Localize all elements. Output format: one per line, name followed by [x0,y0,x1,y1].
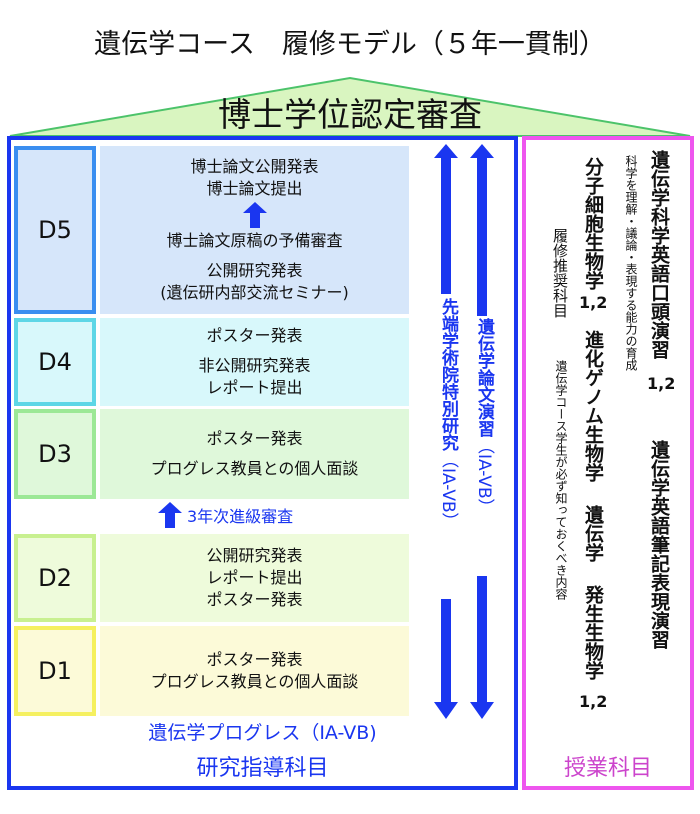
activity-line: 博士論文公開発表 [190,157,319,176]
activity-line: 博士論文原稿の予備審査 [166,231,343,250]
course-evolutionary-genomics: 進化ゲノム生物学 [582,330,604,482]
year-content: ポスター発表 プログレス教員との個人面談 [100,626,409,716]
lecture-courses-panel [522,136,694,790]
up-arrow-icon [158,502,182,528]
oral-english-note: 科学を理解・議論・表現する能力の育成 [624,155,638,371]
activity-line: 公開研究発表 [206,261,303,280]
activity-line: ポスター発表 [206,650,303,669]
up-arrow-icon [242,202,267,228]
activity-line: 博士論文提出 [206,179,303,198]
year-label: D1 [14,626,96,716]
activity-line: (遺伝研内部交流セミナー) [160,283,349,302]
year-row-d1: D1 ポスター発表 プログレス教員との個人面談 [14,626,409,716]
activity-line: プログレス教員との個人面談 [150,672,359,691]
year-content: ポスター発表 非公開研究発表 レポート提出 [100,318,409,406]
year-row-d5: D5 博士論文公開発表 博士論文提出 博士論文原稿の予備審査 公開研究発表 (遺… [14,146,409,314]
course-number: 1,2 [647,374,676,393]
activity-line: 公開研究発表 [206,546,303,565]
course-advanced-special-research: 先端学術院特別研究（IA-VB） [438,298,458,530]
activity-line: レポート提出 [206,568,303,587]
activity-line: ポスター発表 [206,326,303,345]
year-row-d4: D4 ポスター発表 非公開研究発表 レポート提出 [14,318,409,406]
promotion-review-label: 3年次進級審査 [187,507,294,526]
research-guidance-category: 研究指導科目 [196,756,329,781]
year-label: D4 [14,318,96,406]
course-written-english: 遺伝学英語筆記表現演習 [648,440,670,649]
activity-line: プログレス教員との個人面談 [150,459,359,478]
activity-line: ポスター発表 [206,429,303,448]
activity-line: ポスター発表 [206,590,303,609]
course-number: 1,2 [579,293,608,312]
year-row-d3: D3 ポスター発表 プログレス教員との個人面談 [14,409,409,499]
course-span-arrow-1 [434,144,458,719]
recommended-courses-label: 履修推奨科目 [551,228,569,318]
page-title: 遺伝学コース 履修モデル（５年一貫制） [94,29,606,60]
course-genetics-thesis-seminar: 遺伝学論文演習（IA-VB） [474,318,494,516]
degree-examination-label: 博士学位認定審査 [218,95,482,134]
progress-course-label: 遺伝学プログレス（IA-VB) [148,722,377,744]
year-content: 公開研究発表 レポート提出 ポスター発表 [100,534,409,622]
course-oral-english: 遺伝学科学英語口頭演習 [648,150,670,359]
course-number: 1,2 [579,692,608,711]
recommended-courses-note: 遺伝学コース学生が必ず知っておくべき内容 [554,360,568,600]
course-span-arrow-2 [470,144,494,719]
year-row-d2: D2 公開研究発表 レポート提出 ポスター発表 [14,534,409,622]
promotion-review: 3年次進級審査 [157,502,293,528]
year-content: 博士論文公開発表 博士論文提出 博士論文原稿の予備審査 公開研究発表 (遺伝研内… [100,146,409,314]
course-genetics: 遺伝学 [582,505,604,562]
activity-line: 非公開研究発表 [198,356,311,375]
year-label: D2 [14,534,96,622]
year-content: ポスター発表 プログレス教員との個人面談 [100,409,409,499]
course-developmental-biology: 発生生物学 [582,585,604,680]
lecture-courses-category: 授業科目 [563,756,652,781]
year-label: D3 [14,409,96,499]
course-molecular-cell-biology: 分子細胞生物学 [582,157,604,290]
activity-line: レポート提出 [206,378,303,397]
year-label: D5 [14,146,96,314]
